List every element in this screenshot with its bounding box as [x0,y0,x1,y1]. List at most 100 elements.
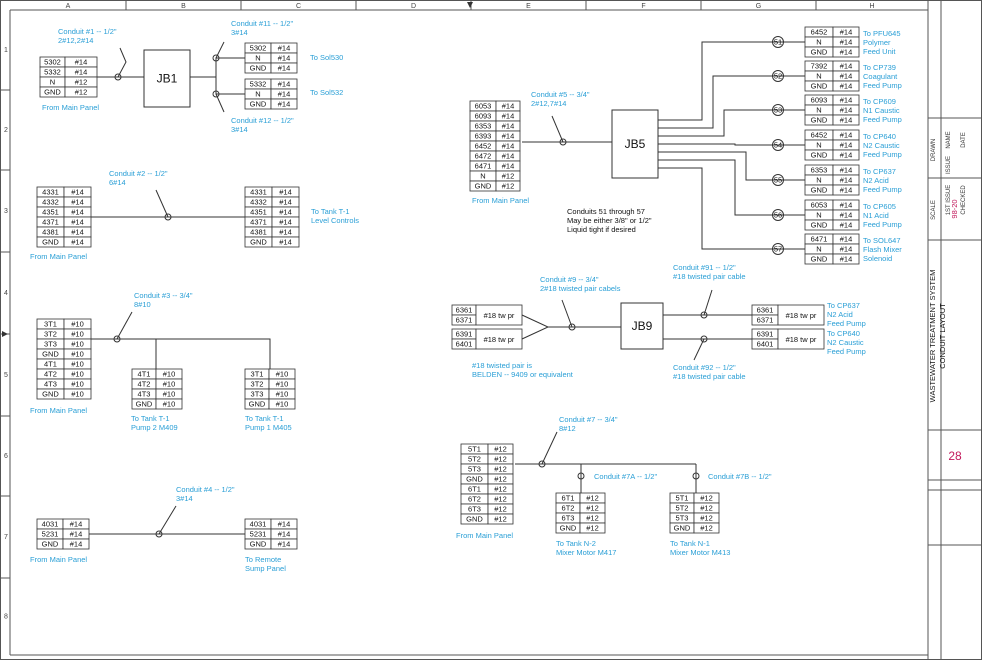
table-cell-text: #14 [502,152,515,161]
table-cell-text: #14 [278,80,291,89]
table-cell-text: #10 [276,370,289,379]
table-cell-text: 6T3 [562,514,575,523]
annotation-l31: Feed Pump [827,347,866,356]
table-cell-text: #14 [840,201,853,210]
table-cell-text: #12 [494,455,507,464]
annotation-l38: Mixer Motor M413 [670,548,730,557]
table-cell-text: 4T3 [138,390,151,399]
terminal-tables: 5302#145332#14N#12GND#125302#14N#14GND#1… [36,26,860,550]
table-cell-text: #14 [502,102,515,111]
table-cell-text: 6472 [475,152,492,161]
annotation-l30: Feed Pump [827,319,866,328]
table-cell-text: #14 [71,208,84,217]
table-cell-text: 3T2 [44,330,57,339]
conduit-node [568,323,576,331]
conduit-number-circle [772,36,784,48]
conduit-node [700,311,708,319]
annotation-l23: N2 Caustic [863,141,900,150]
wire [658,41,805,121]
annotation-l19: May be either 3/8" or 1/2" [567,216,652,225]
table-cell-text: N [816,245,821,254]
table-cell-text: GND [42,238,59,247]
title-block-field: NAME [946,131,952,148]
annotation-l13: Pump 1 M405 [245,423,292,432]
terminal-table-t4: 4331#144332#144351#144371#144381#14GND#1… [36,186,92,248]
drawing-title-line-2: CONDUIT LAYOUT [938,303,947,369]
table-cell [832,114,860,126]
table-cell-text: 4371 [42,218,59,227]
annotation-l29: #18 twisted pair cable [673,372,746,381]
annotation-l34: Conduit #7A -- 1/2" [594,472,657,481]
table-cell-text: #12 [586,514,599,523]
annotation-l7: Conduit #2 -- 1/2" [109,169,168,178]
annotation-l37: Mixer Motor M417 [556,548,616,557]
terminal-table-t11: 6053#146093#146353#146393#146452#146472#… [469,100,521,192]
table-cell-text: GND [250,540,267,549]
table-cell-text: 4T2 [138,380,151,389]
table-cell [832,184,860,196]
wire [693,338,705,361]
junction-box-jb9 [620,302,664,350]
table-cell-text: 5231 [250,530,267,539]
table-cell-text: N [255,54,260,63]
annotation-l22: N1 Caustic [863,106,900,115]
column-label-E: E [526,3,531,10]
annotation-l25: Feed Pump [863,220,902,229]
conduit-number-52: 52 [774,72,782,81]
table-cell [62,538,90,550]
wire [658,151,805,181]
table-cell-text: 6T1 [562,494,575,503]
annotation-l21: Feed Pump [863,81,902,90]
title-block-field: SCALE [931,200,937,220]
table-cell-text: #14 [71,238,84,247]
wire [658,159,805,216]
annotation-l5: To Sol532 [310,88,343,97]
table-cell-text: #18 tw pr [786,335,817,344]
annotation-l8: Level Controls [311,216,359,225]
table-cell-text: 6T2 [468,495,481,504]
annotation-l3: 3#14 [231,125,248,134]
table-cell-text: 4371 [250,218,267,227]
annotation-l8: To Tank T-1 [311,207,350,216]
column-label-F: F [641,3,645,10]
table-cell-text: N [816,176,821,185]
table-cell-text: #14 [279,198,292,207]
table-cell-text: #14 [75,68,88,77]
conduit-node [559,138,567,146]
table-cell-text: 6T1 [468,485,481,494]
table-cell-text: GND [674,524,691,533]
table-cell-text: 6361 [757,306,774,315]
conduit-node [577,472,585,480]
table-cell-text: GND [250,64,267,73]
table-cell-text: 6452 [811,131,828,140]
row-label-7: 7 [4,534,8,541]
table-cell-text: #14 [279,238,292,247]
table-cell-text: #14 [278,64,291,73]
junction-box-jb9-label: JB9 [632,319,653,333]
title-block-field: DATE [961,132,967,148]
conduit-node [700,335,708,343]
table-cell-text: #10 [71,330,84,339]
annotation-l24: Feed Pump [863,185,902,194]
terminal-table-t6: 3T1#103T2#103T3#10GND#104T1#104T2#104T3#… [36,318,92,400]
annotation-l22: To CP609 [863,97,896,106]
table-cell [270,62,298,74]
table-cell-text: #12 [502,182,515,191]
table-cell-text: #14 [840,221,853,230]
table-cell-text: #14 [840,151,853,160]
annotation-l14: Conduit #4 -- 1/2" [176,485,235,494]
center-marker-top [467,2,473,8]
table-cell-text: #18 tw pr [786,311,817,320]
table-cell-text: GND [42,390,59,399]
table-cell [495,180,521,192]
table-cell [832,80,860,92]
table-cell [64,86,98,98]
annotation-l36: From Main Panel [456,531,513,540]
table-cell-text: GND [250,238,267,247]
